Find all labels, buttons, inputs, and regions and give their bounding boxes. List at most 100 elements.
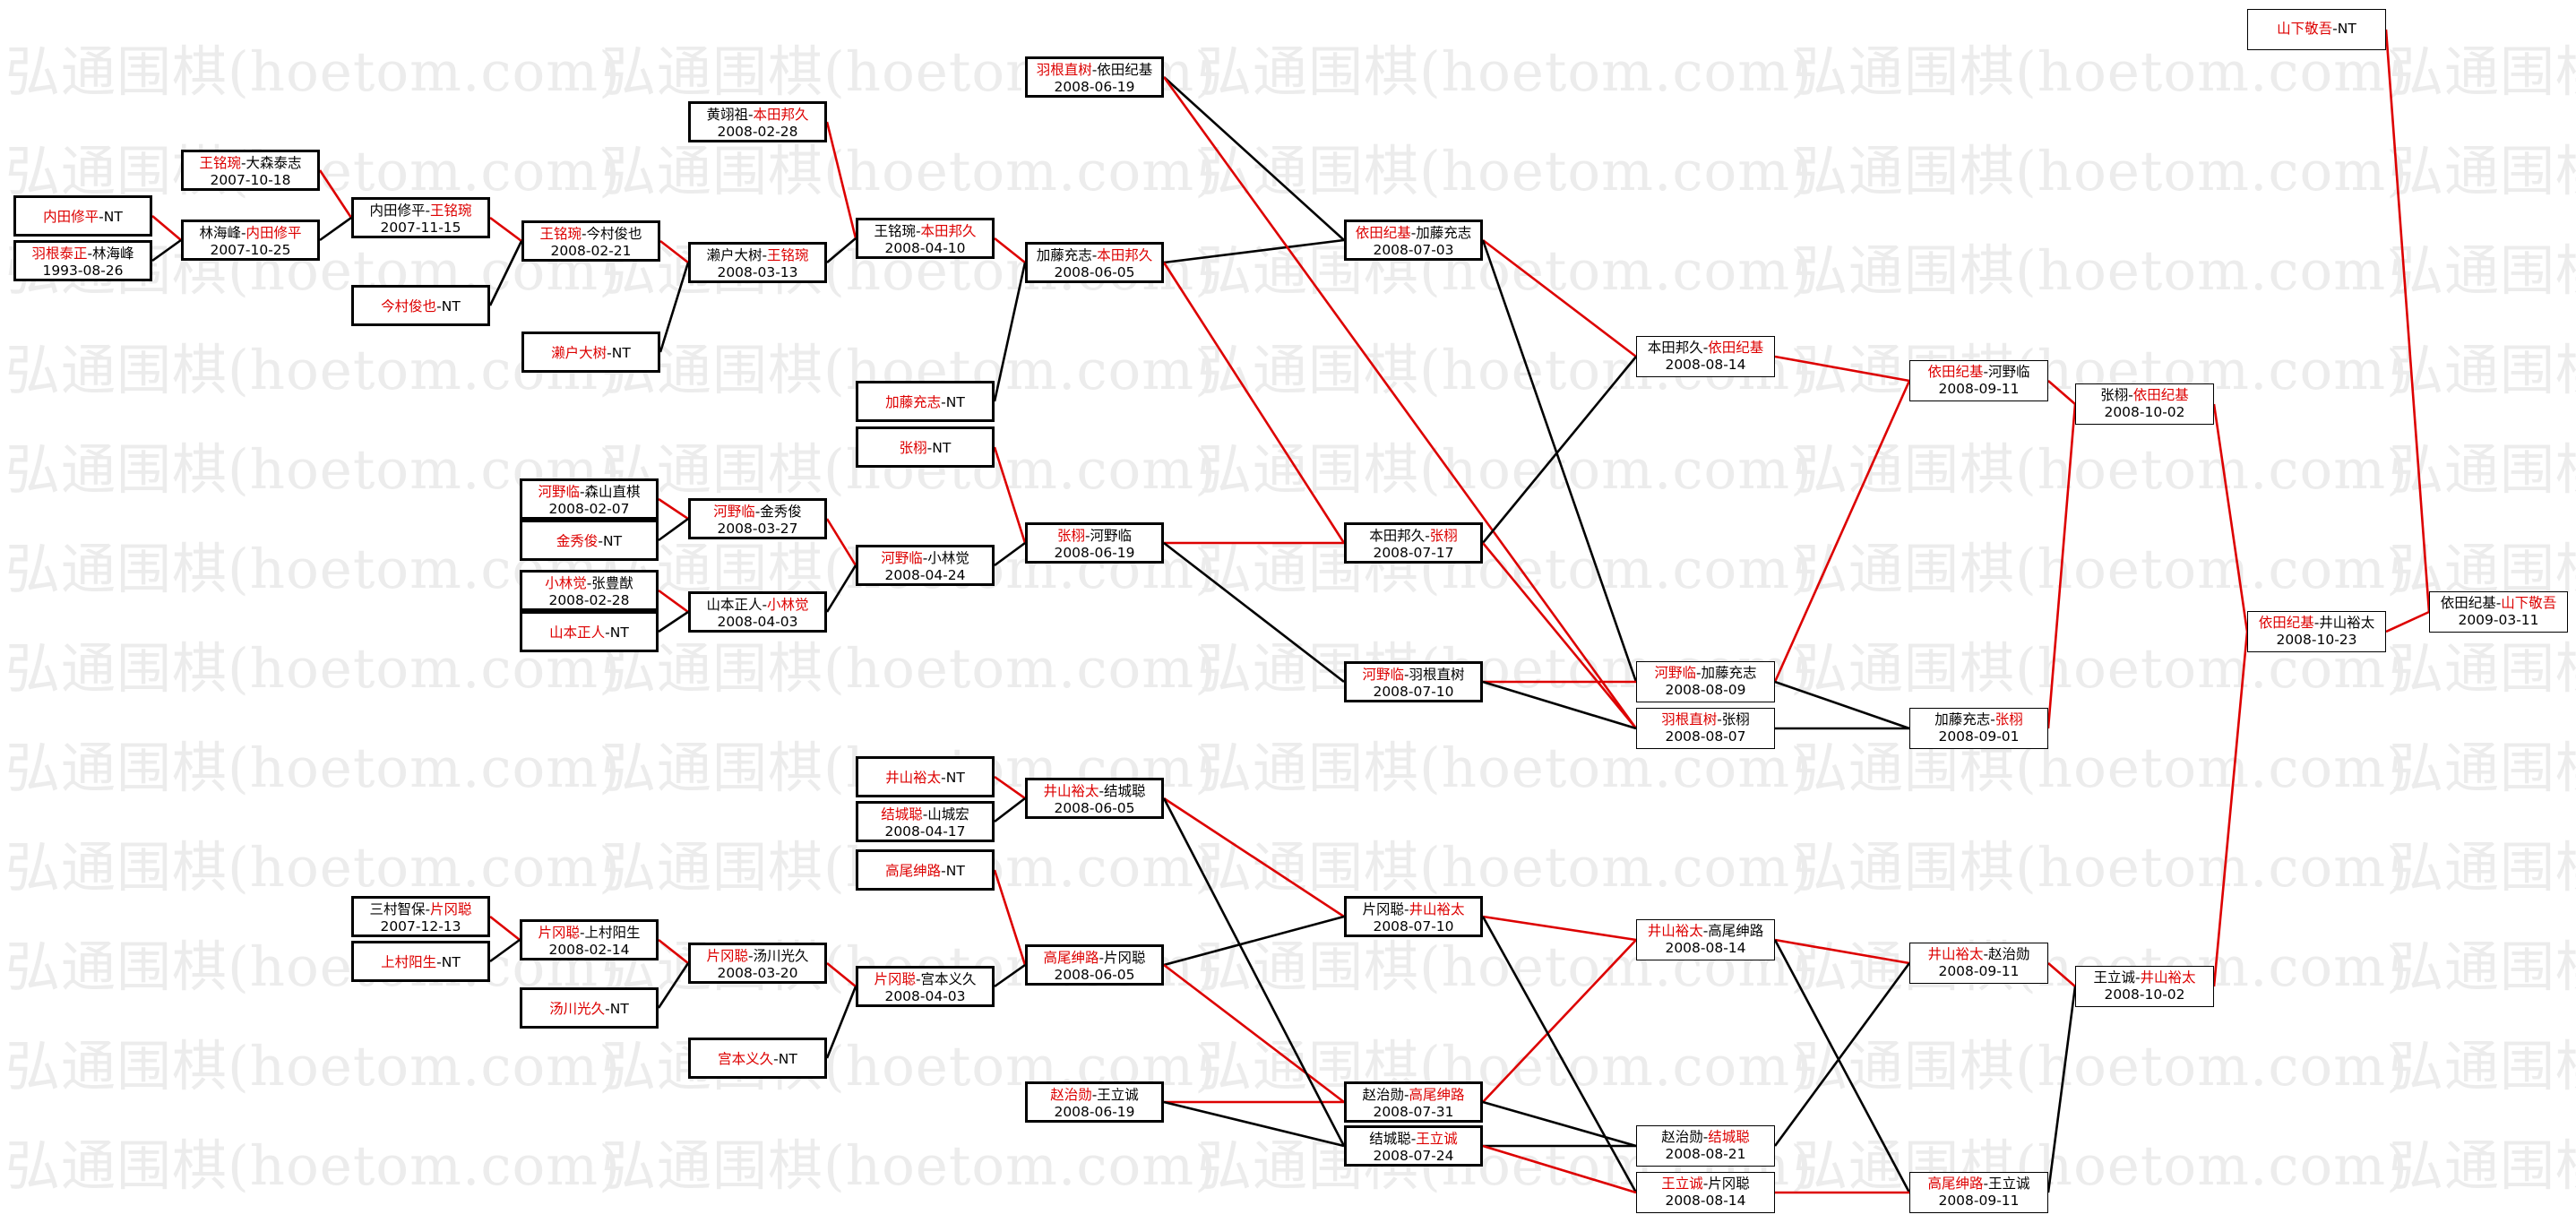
- match-players: 加藤充志-NT: [858, 394, 992, 411]
- player-b: 王立诚: [1097, 1087, 1139, 1103]
- match-players: 结城聪-王立诚: [1347, 1131, 1480, 1148]
- player-a: 三村智保: [369, 901, 426, 917]
- match-players: 张栩-河野临: [1028, 528, 1161, 545]
- vs-separator: -: [1702, 340, 1709, 356]
- player-a: 河野临: [713, 504, 755, 520]
- match-date: 2008-08-21: [1665, 1146, 1746, 1162]
- winner-connector: [1482, 238, 1637, 358]
- match-date: 2008-07-17: [1373, 545, 1454, 561]
- match-players: 王立诚-片冈聪: [1637, 1176, 1774, 1193]
- winner-connector: [2046, 403, 2077, 729]
- player-a: 赵治勋: [1661, 1129, 1703, 1145]
- vs-separator: -: [926, 440, 933, 456]
- player-a: 羽根直树: [1036, 62, 1092, 78]
- vs-separator: -: [1098, 950, 1105, 966]
- player-a: 依田纪基: [2258, 615, 2314, 631]
- watermark-text: 弘通围棋(hoetom.com): [1197, 40, 1813, 104]
- match-date: 2008-06-05: [1054, 800, 1135, 816]
- match-box: 濑户大树-NT: [521, 332, 660, 373]
- player-b: 张豊猷: [591, 575, 633, 591]
- match-players: 高尾绅路-片冈聪: [1028, 950, 1161, 967]
- loser-connector: [1482, 680, 1637, 730]
- winner-connector: [658, 589, 689, 614]
- winner-connector: [1774, 355, 1910, 383]
- loser-connector: [1773, 939, 1911, 1193]
- winner-connector: [1162, 262, 1346, 544]
- match-players: 赵治勋-结城聪: [1637, 1129, 1774, 1146]
- vs-separator: -: [605, 624, 610, 641]
- vs-separator: -: [2313, 615, 2320, 631]
- winner-connector: [659, 239, 689, 264]
- match-players: 汤川光久-NT: [522, 1001, 656, 1018]
- loser-connector: [658, 517, 689, 542]
- match-date: 2008-10-23: [2276, 632, 2357, 648]
- match-date: 2008-07-24: [1373, 1148, 1454, 1164]
- player-a: 濑户大树: [706, 247, 762, 263]
- match-players: 高尾绅路-NT: [858, 863, 992, 880]
- match-players: 黄翊祖-本田邦久: [691, 107, 824, 124]
- watermark-text: 弘通围棋(hoetom.com): [1197, 1035, 1813, 1098]
- match-players: 片冈聪-汤川光久: [691, 948, 824, 965]
- watermark-text: 弘通围棋(hoetom.com): [5, 1035, 621, 1098]
- player-b: NT: [2337, 21, 2356, 37]
- watermark-text: 弘通围棋(hoetom.com): [1197, 239, 1813, 303]
- player-a: 河野临: [881, 550, 923, 566]
- player-a: 羽根直树: [1661, 711, 1718, 728]
- match-date: 2008-09-11: [1938, 381, 2020, 397]
- match-players: 本田邦久-依田纪基: [1637, 340, 1774, 357]
- loser-connector: [657, 962, 690, 1009]
- player-a: 井山裕太: [1927, 946, 1984, 962]
- player-a: 山本正人: [549, 624, 606, 641]
- loser-connector: [1162, 797, 1346, 1147]
- loser-connector: [994, 797, 1026, 823]
- match-players: 羽根直树-依田纪基: [1028, 62, 1161, 79]
- vs-separator: -: [941, 394, 946, 410]
- player-b: 王铭琬: [767, 247, 809, 263]
- player-b: NT: [609, 1001, 629, 1017]
- match-players: 濑户大树-王铭琬: [691, 247, 824, 264]
- player-b: NT: [103, 209, 123, 225]
- winner-connector: [2212, 631, 2249, 987]
- match-date: 2008-04-10: [884, 240, 966, 256]
- player-a: 加藤充志: [885, 394, 942, 410]
- match-players: 金秀俊-NT: [522, 533, 656, 550]
- match-box: 张栩-NT: [856, 426, 995, 468]
- player-b: 王立诚: [1416, 1131, 1458, 1147]
- vs-separator: -: [1983, 1176, 1989, 1192]
- player-b: 河野临: [1988, 364, 2030, 380]
- player-a: 张栩: [1056, 528, 1085, 544]
- watermark-text: 弘通围棋(hoetom.com): [5, 1134, 621, 1198]
- match-date: 2008-08-09: [1665, 682, 1746, 698]
- watermark-text: 弘通围棋(hoetom.com): [2389, 736, 2576, 800]
- match-players: 王铭琬-今村俊也: [524, 226, 658, 243]
- vs-separator: -: [762, 247, 768, 263]
- loser-connector: [151, 238, 182, 263]
- watermark-text: 弘通围棋(hoetom.com): [2389, 1035, 2576, 1098]
- match-players: 内田修平-王铭琬: [354, 202, 487, 220]
- match-date: 2007-12-13: [380, 918, 461, 934]
- match-date: 2008-08-14: [1665, 357, 1746, 373]
- player-b: 赵治勋: [1988, 946, 2030, 962]
- match-date: 2008-02-28: [717, 124, 798, 140]
- player-a: 高尾绅路: [885, 863, 942, 879]
- vs-separator: -: [579, 484, 585, 500]
- player-a: 依田纪基: [2440, 595, 2496, 611]
- player-a: 结城聪: [1369, 1131, 1411, 1147]
- player-a: 片冈聪: [706, 948, 748, 964]
- loser-connector: [489, 938, 521, 963]
- vs-separator: -: [773, 1051, 779, 1067]
- loser-connector: [994, 963, 1026, 988]
- vs-separator: -: [762, 597, 768, 613]
- player-b: 林海峰: [92, 245, 134, 262]
